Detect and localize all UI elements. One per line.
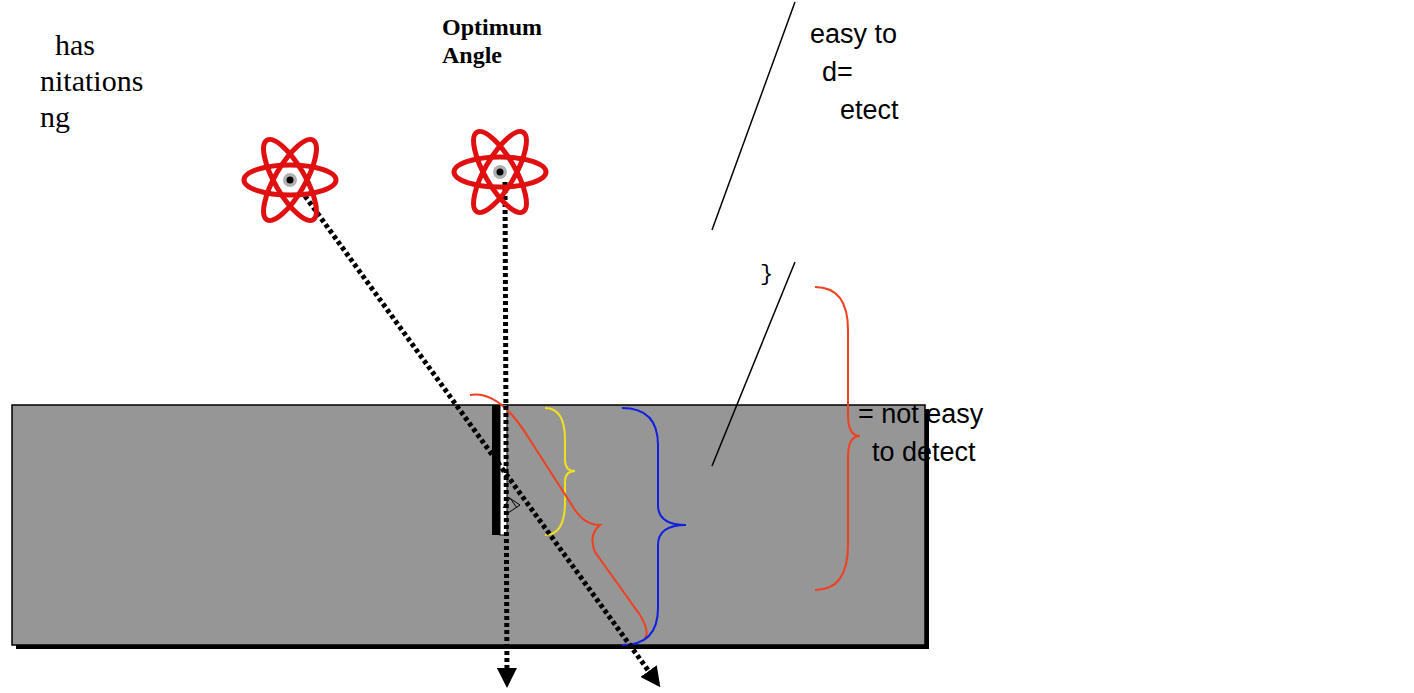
crack: [492, 405, 500, 535]
cut-text: has: [55, 28, 95, 61]
note-text: d=: [822, 56, 853, 88]
brace-symbol: }: [760, 262, 773, 287]
ray-path: [305, 196, 658, 684]
note-text: easy to: [810, 18, 897, 50]
radiation-source: [454, 125, 546, 220]
blue-bracket: [622, 408, 686, 645]
crack-line: [712, 262, 795, 466]
cut-text: nitations: [40, 64, 143, 97]
ray-path: [505, 182, 507, 684]
note-text: = not easy: [858, 398, 983, 430]
orange-bracket: [815, 287, 860, 590]
radiation-source: [244, 133, 336, 228]
crack-line: [712, 2, 795, 230]
cut-text: ng: [40, 100, 70, 133]
red-bracket: [470, 395, 647, 638]
specimen-block: [12, 405, 925, 645]
note-text: to detect: [872, 436, 976, 468]
heading-label: Optimum Angle: [442, 14, 552, 69]
note-text: etect: [840, 94, 899, 126]
